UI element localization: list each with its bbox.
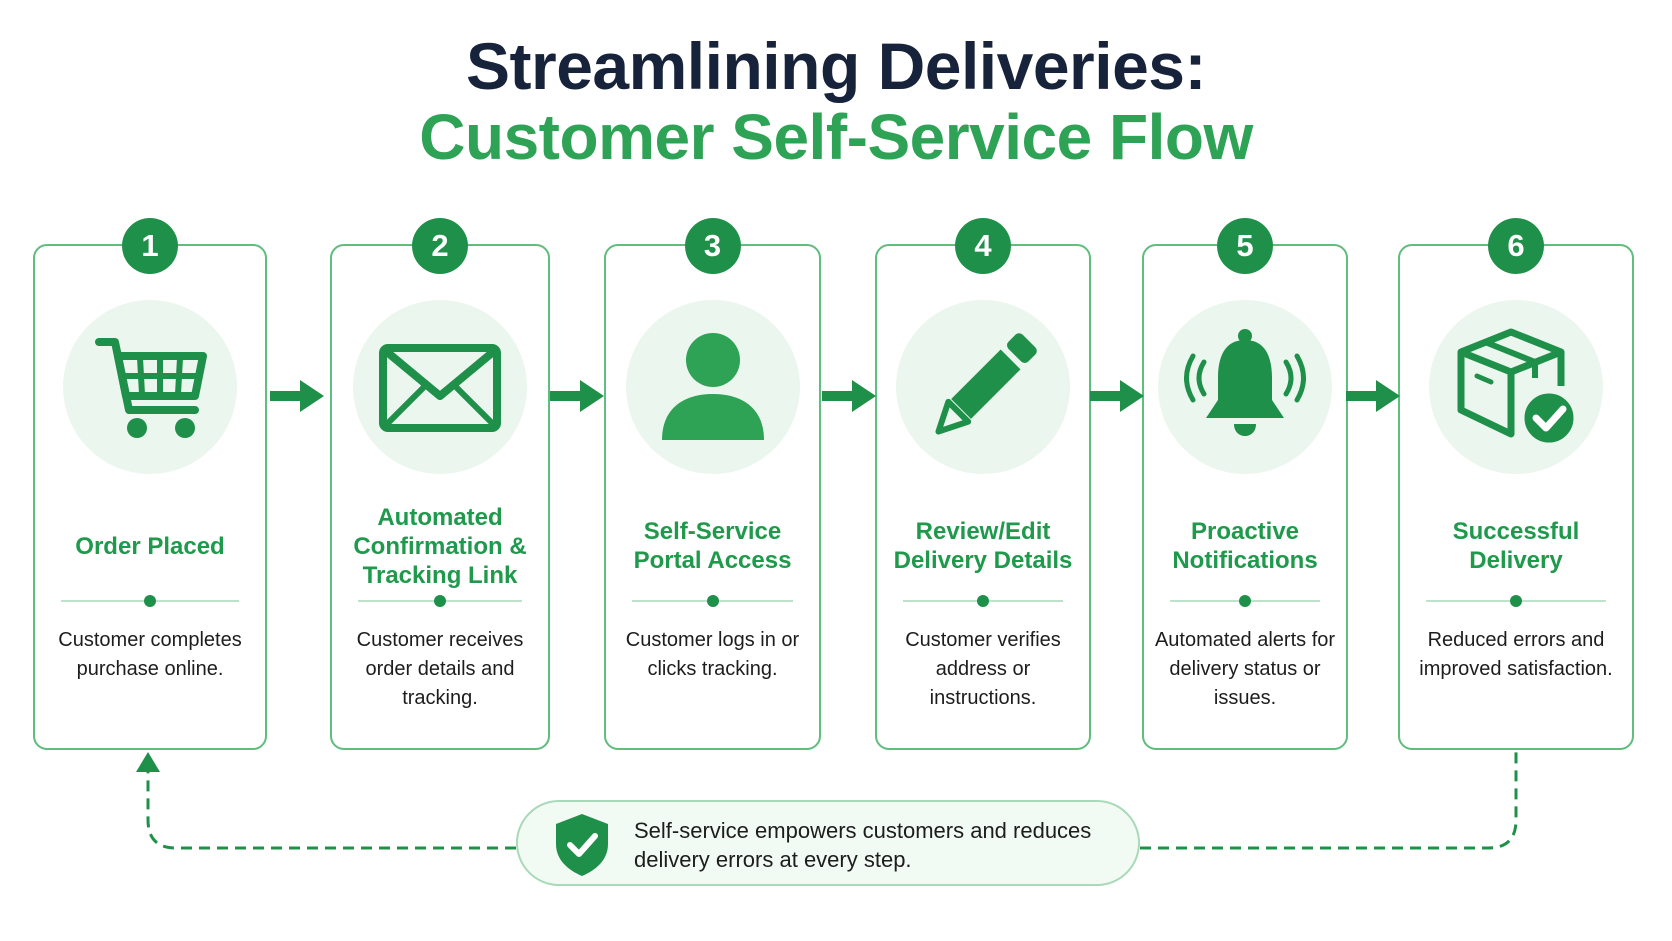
step-card-6: 6 Successful Delivery Reduced errors and…	[1398, 218, 1634, 750]
icon-circle	[1158, 300, 1332, 474]
step-title: Successful Delivery	[1452, 518, 1580, 574]
package-check-icon	[1457, 328, 1579, 448]
icon-circle	[1429, 300, 1603, 474]
title-line-1: Streamlining Deliveries:	[466, 29, 1206, 103]
step-number-badge: 1	[122, 218, 178, 274]
step-number-badge: 2	[412, 218, 468, 274]
step-title: Automated Confirmation & Tracking Link	[353, 503, 527, 589]
step-card-1: 1 Order Placed Customer completes purcha…	[33, 218, 267, 750]
step-title: Review/Edit Delivery Details	[893, 518, 1073, 574]
divider-dot	[144, 595, 156, 607]
divider-dot	[434, 595, 446, 607]
title-line-2: Customer Self-Service Flow	[419, 101, 1253, 173]
icon-circle	[353, 300, 527, 474]
divider-dot	[1510, 595, 1522, 607]
callout-text: Self-service empowers customers and redu…	[634, 818, 1092, 872]
step-description: Customer receives order details and trac…	[356, 629, 524, 709]
step-description: Customer logs in or clicks tracking.	[625, 629, 800, 680]
icon-circle	[896, 300, 1070, 474]
step-description: Reduced errors and improved satisfaction…	[1419, 629, 1613, 680]
icon-circle	[63, 300, 237, 474]
icon-circle	[625, 300, 800, 474]
divider-dot	[706, 595, 719, 607]
step-card-4: 4 Review/Edit Delivery Details Customer …	[875, 218, 1091, 750]
shopping-cart-icon	[95, 338, 207, 438]
user-icon	[661, 333, 764, 440]
step-number-badge: 4	[955, 218, 1011, 274]
step-number-badge: 6	[1488, 218, 1544, 274]
flow-arrow-icon	[822, 380, 876, 412]
flow-arrow-icon	[1090, 380, 1144, 412]
step-card-5: 5 Proactive Notifications Automated aler…	[1142, 218, 1348, 750]
flow-arrow-icon	[270, 380, 324, 412]
step-title: Self-Service Portal Access	[633, 518, 792, 574]
step-title: Order Placed	[75, 532, 225, 560]
pencil-icon	[935, 333, 1037, 435]
bell-icon	[1184, 329, 1306, 436]
step-description: Customer verifies address or instruction…	[905, 629, 1061, 709]
step-description: Automated alerts for delivery status or …	[1154, 629, 1336, 709]
flow-arrow-icon	[550, 380, 604, 412]
step-title: Proactive Notifications	[1172, 518, 1318, 574]
step-description: Customer completes purchase online.	[58, 629, 242, 680]
step-number-badge: 3	[684, 218, 741, 274]
divider-dot	[1239, 595, 1251, 607]
flow-arrow-icon	[1346, 380, 1400, 412]
step-number-badge: 5	[1217, 218, 1273, 274]
divider-dot	[977, 595, 989, 607]
callout-banner: Self-service empowers customers and redu…	[516, 800, 1140, 886]
shield-check-icon	[556, 814, 608, 876]
step-card-3: 3 Self-Service Portal Access Customer lo…	[604, 218, 821, 750]
envelope-icon	[379, 344, 501, 432]
step-card-2: 2 Automated Confirmation & Tracking Link…	[330, 218, 550, 750]
